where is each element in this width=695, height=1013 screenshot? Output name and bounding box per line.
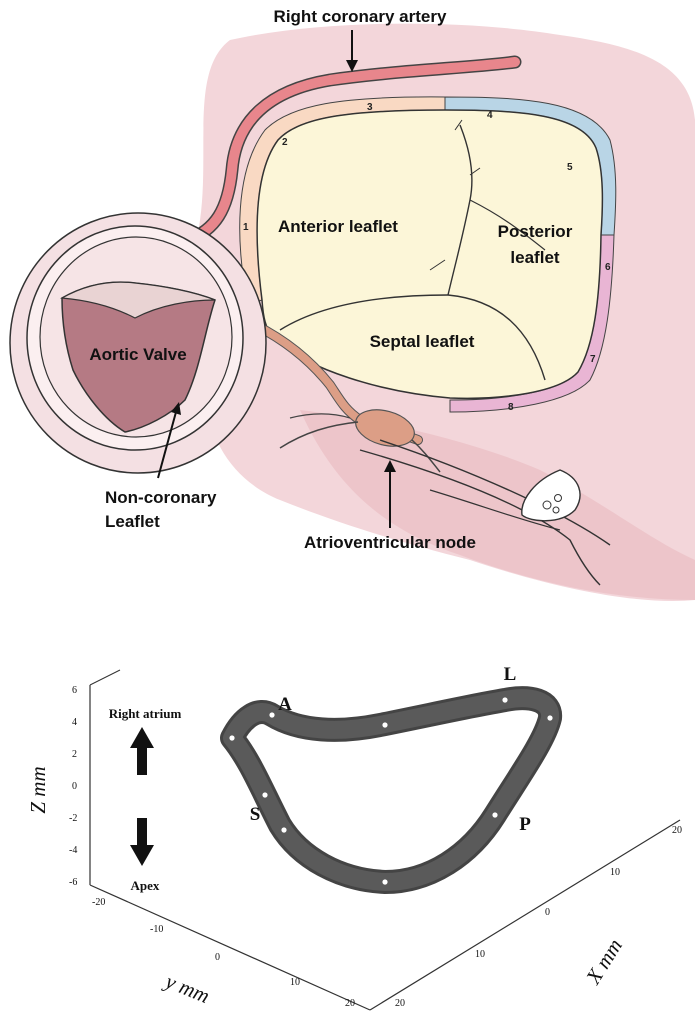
x-tick: 10 xyxy=(610,867,620,878)
plot-axis-line xyxy=(90,670,120,685)
annulus-marker-point xyxy=(262,792,267,797)
segment-number: 5 xyxy=(567,162,573,173)
z-tick: 4 xyxy=(72,717,77,728)
segment-number: 3 xyxy=(367,102,373,113)
annulus-marker-point xyxy=(269,712,274,717)
annulus-marker-point xyxy=(382,722,387,727)
label-point-p: P xyxy=(519,814,531,835)
label-aortic-valve: Aortic Valve xyxy=(89,345,186,364)
annulus-marker-point xyxy=(492,812,497,817)
label-right-atrium: Right atrium xyxy=(109,706,182,721)
segment-number: 2 xyxy=(282,137,288,148)
y-tick: 10 xyxy=(290,977,300,988)
z-tick: 6 xyxy=(72,685,77,696)
z-tick: -4 xyxy=(69,845,77,856)
y-tick: 0 xyxy=(215,952,220,963)
segment-number: 7 xyxy=(590,354,596,365)
x-tick: 10 xyxy=(475,949,485,960)
annulus-marker-point xyxy=(502,697,507,702)
annulus-marker-point xyxy=(382,879,387,884)
label-point-l: L xyxy=(504,664,517,685)
label-anterior-leaflet: Anterior leaflet xyxy=(278,217,398,236)
segment-number: 6 xyxy=(605,262,611,273)
plot-axis-line xyxy=(370,820,680,1010)
y-axis-label: y mm xyxy=(160,968,212,1008)
label-right-coronary-artery: Right coronary artery xyxy=(274,7,447,26)
plot3d-panel: 6 4 2 0 -2 -4 -6 -20 -10 0 10 20 20 10 0… xyxy=(26,664,682,1010)
y-tick: -10 xyxy=(150,924,163,935)
z-axis-label: Z mm xyxy=(26,766,50,813)
label-atrioventricular-node: Atrioventricular node xyxy=(304,533,476,552)
x-tick: 20 xyxy=(395,998,405,1009)
z-tick: -2 xyxy=(69,813,77,824)
arrow-down-icon xyxy=(130,818,154,866)
label-posterior-leaflet: Posterior xyxy=(498,222,573,241)
anatomy-panel: Right coronary artery Anterior leaflet P… xyxy=(10,7,695,601)
segment-number: 1 xyxy=(243,222,249,233)
plot-axis-line xyxy=(90,885,370,1010)
z-tick: 2 xyxy=(72,749,77,760)
x-tick: 0 xyxy=(545,907,550,918)
label-non-coronary-leaflet: Leaflet xyxy=(105,512,160,531)
label-non-coronary-leaflet: Non-coronary xyxy=(105,488,217,507)
z-tick: -6 xyxy=(69,877,77,888)
label-point-s: S xyxy=(250,804,261,825)
y-tick: 20 xyxy=(345,998,355,1009)
z-tick: 0 xyxy=(72,781,77,792)
label-septal-leaflet: Septal leaflet xyxy=(370,332,475,351)
x-tick: 20 xyxy=(672,825,682,836)
y-tick: -20 xyxy=(92,897,105,908)
annulus-marker-point xyxy=(281,827,286,832)
segment-number: 8 xyxy=(508,402,514,413)
segment-number: 4 xyxy=(487,110,493,121)
annulus-3d-curve-highlight xyxy=(232,698,550,882)
label-point-a: A xyxy=(278,694,292,715)
annulus-marker-point xyxy=(229,735,234,740)
arrow-up-icon xyxy=(130,727,154,775)
annulus-marker-point xyxy=(547,715,552,720)
x-axis-label: X mm xyxy=(581,934,628,989)
label-apex: Apex xyxy=(131,878,160,893)
label-posterior-leaflet: leaflet xyxy=(510,248,559,267)
